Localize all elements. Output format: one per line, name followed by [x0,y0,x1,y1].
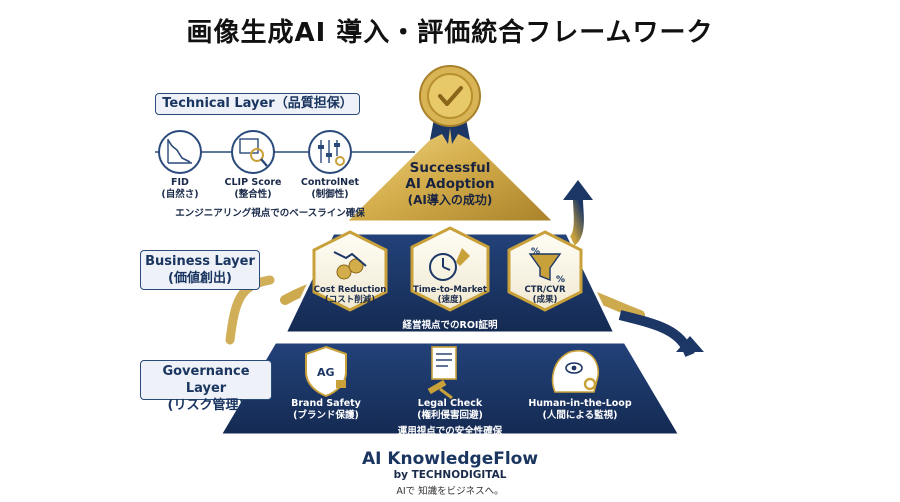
ctr-sub: (成果) [532,295,558,305]
clip-circle-icon [231,130,275,174]
controlnet-name: ControlNet [300,177,360,188]
hitl-metric: Human-in-the-Loop (人間による監視) [520,398,640,422]
clip-metric: CLIP Score (整合性) [213,177,293,201]
controlnet-circle-icon [308,130,352,174]
legal-check-metric: Legal Check (権利侵害回避) [395,398,505,422]
medal-icon [419,65,481,144]
legal-check-name: Legal Check [417,398,483,409]
adoption-text: Successful AI Adoption (AI導入の成功) [385,160,515,208]
business-caption: 経営視点でのROI証明 [402,320,498,331]
svg-text:%: % [556,275,565,285]
time-name: Time-to-Market [413,285,487,295]
hitl-sub: (人間による監視) [542,410,618,421]
adoption-line1: Successful [409,160,491,176]
arrow-head-lower [676,336,704,352]
cost-metric: Cost Reduction (コスト削減) [310,285,390,305]
clip-name: CLIP Score [224,177,282,188]
fid-sub: (自然さ) [161,189,199,200]
shield-lock-icon: AG [305,345,347,398]
clip-sub: (整合性) [234,189,272,200]
flow-arrow-left [225,275,275,345]
svg-text:AG: AG [317,366,335,379]
business-label-line1: Business Layer [145,254,255,269]
time-sub: (速度) [437,295,463,305]
cost-sub: (コスト削減) [324,295,376,305]
brand-by: by TECHNODIGITAL [393,469,507,481]
ctr-hexagon: % % [507,230,583,312]
svg-text:%: % [531,247,540,257]
head-eye-gear-icon [551,349,599,393]
fid-name: FID [171,177,189,188]
arrow-head-upper [563,180,593,200]
brand-safety-metric: Brand Safety (ブランド保護) [276,398,376,422]
hitl-name: Human-in-the-Loop [528,398,632,409]
fid-metric: FID (自然さ) [140,177,220,201]
ctr-metric: CTR/CVR (成果) [505,285,585,305]
time-metric: Time-to-Market (速度) [410,285,490,305]
ctr-name: CTR/CVR [524,285,566,295]
governance-layer-label: Governance Layer (リスク管理) [140,360,272,413]
governance-label-line2: (リスク管理) [167,398,245,413]
business-label-line2: (価値創出) [168,271,232,286]
fid-circle-icon [158,130,202,174]
controlnet-metric: ControlNet (制御性) [290,177,370,201]
document-gavel-icon [427,346,457,400]
cost-hexagon [312,230,388,312]
business-layer-label: Business Layer (価値創出) [140,250,260,290]
brand-tagline: AIで 知識をビジネスへ。 [396,486,504,497]
governance-label-line1: Governance Layer [162,364,250,396]
controlnet-sub: (制御性) [311,189,349,200]
time-hexagon [410,226,490,312]
brand-safety-name: Brand Safety [291,398,361,409]
legal-check-sub: (権利侵害回避) [417,410,483,421]
technical-caption: エンジニアリング視点でのベースライン確保 [175,208,365,219]
adoption-line2: AI Adoption [405,176,495,192]
technical-layer-label: Technical Layer（品質担保） [155,93,360,115]
governance-caption: 運用視点での安全性確保 [397,426,503,437]
adoption-line3: (AI導入の成功) [407,193,493,207]
brand-logo-name: AI KnowledgeFlow [361,449,539,469]
technical-layer-top [341,115,559,224]
page-title: 画像生成AI 導入・評価統合フレームワーク [186,18,714,48]
cost-name: Cost Reduction [313,285,387,295]
brand-safety-sub: (ブランド保護) [293,410,359,421]
